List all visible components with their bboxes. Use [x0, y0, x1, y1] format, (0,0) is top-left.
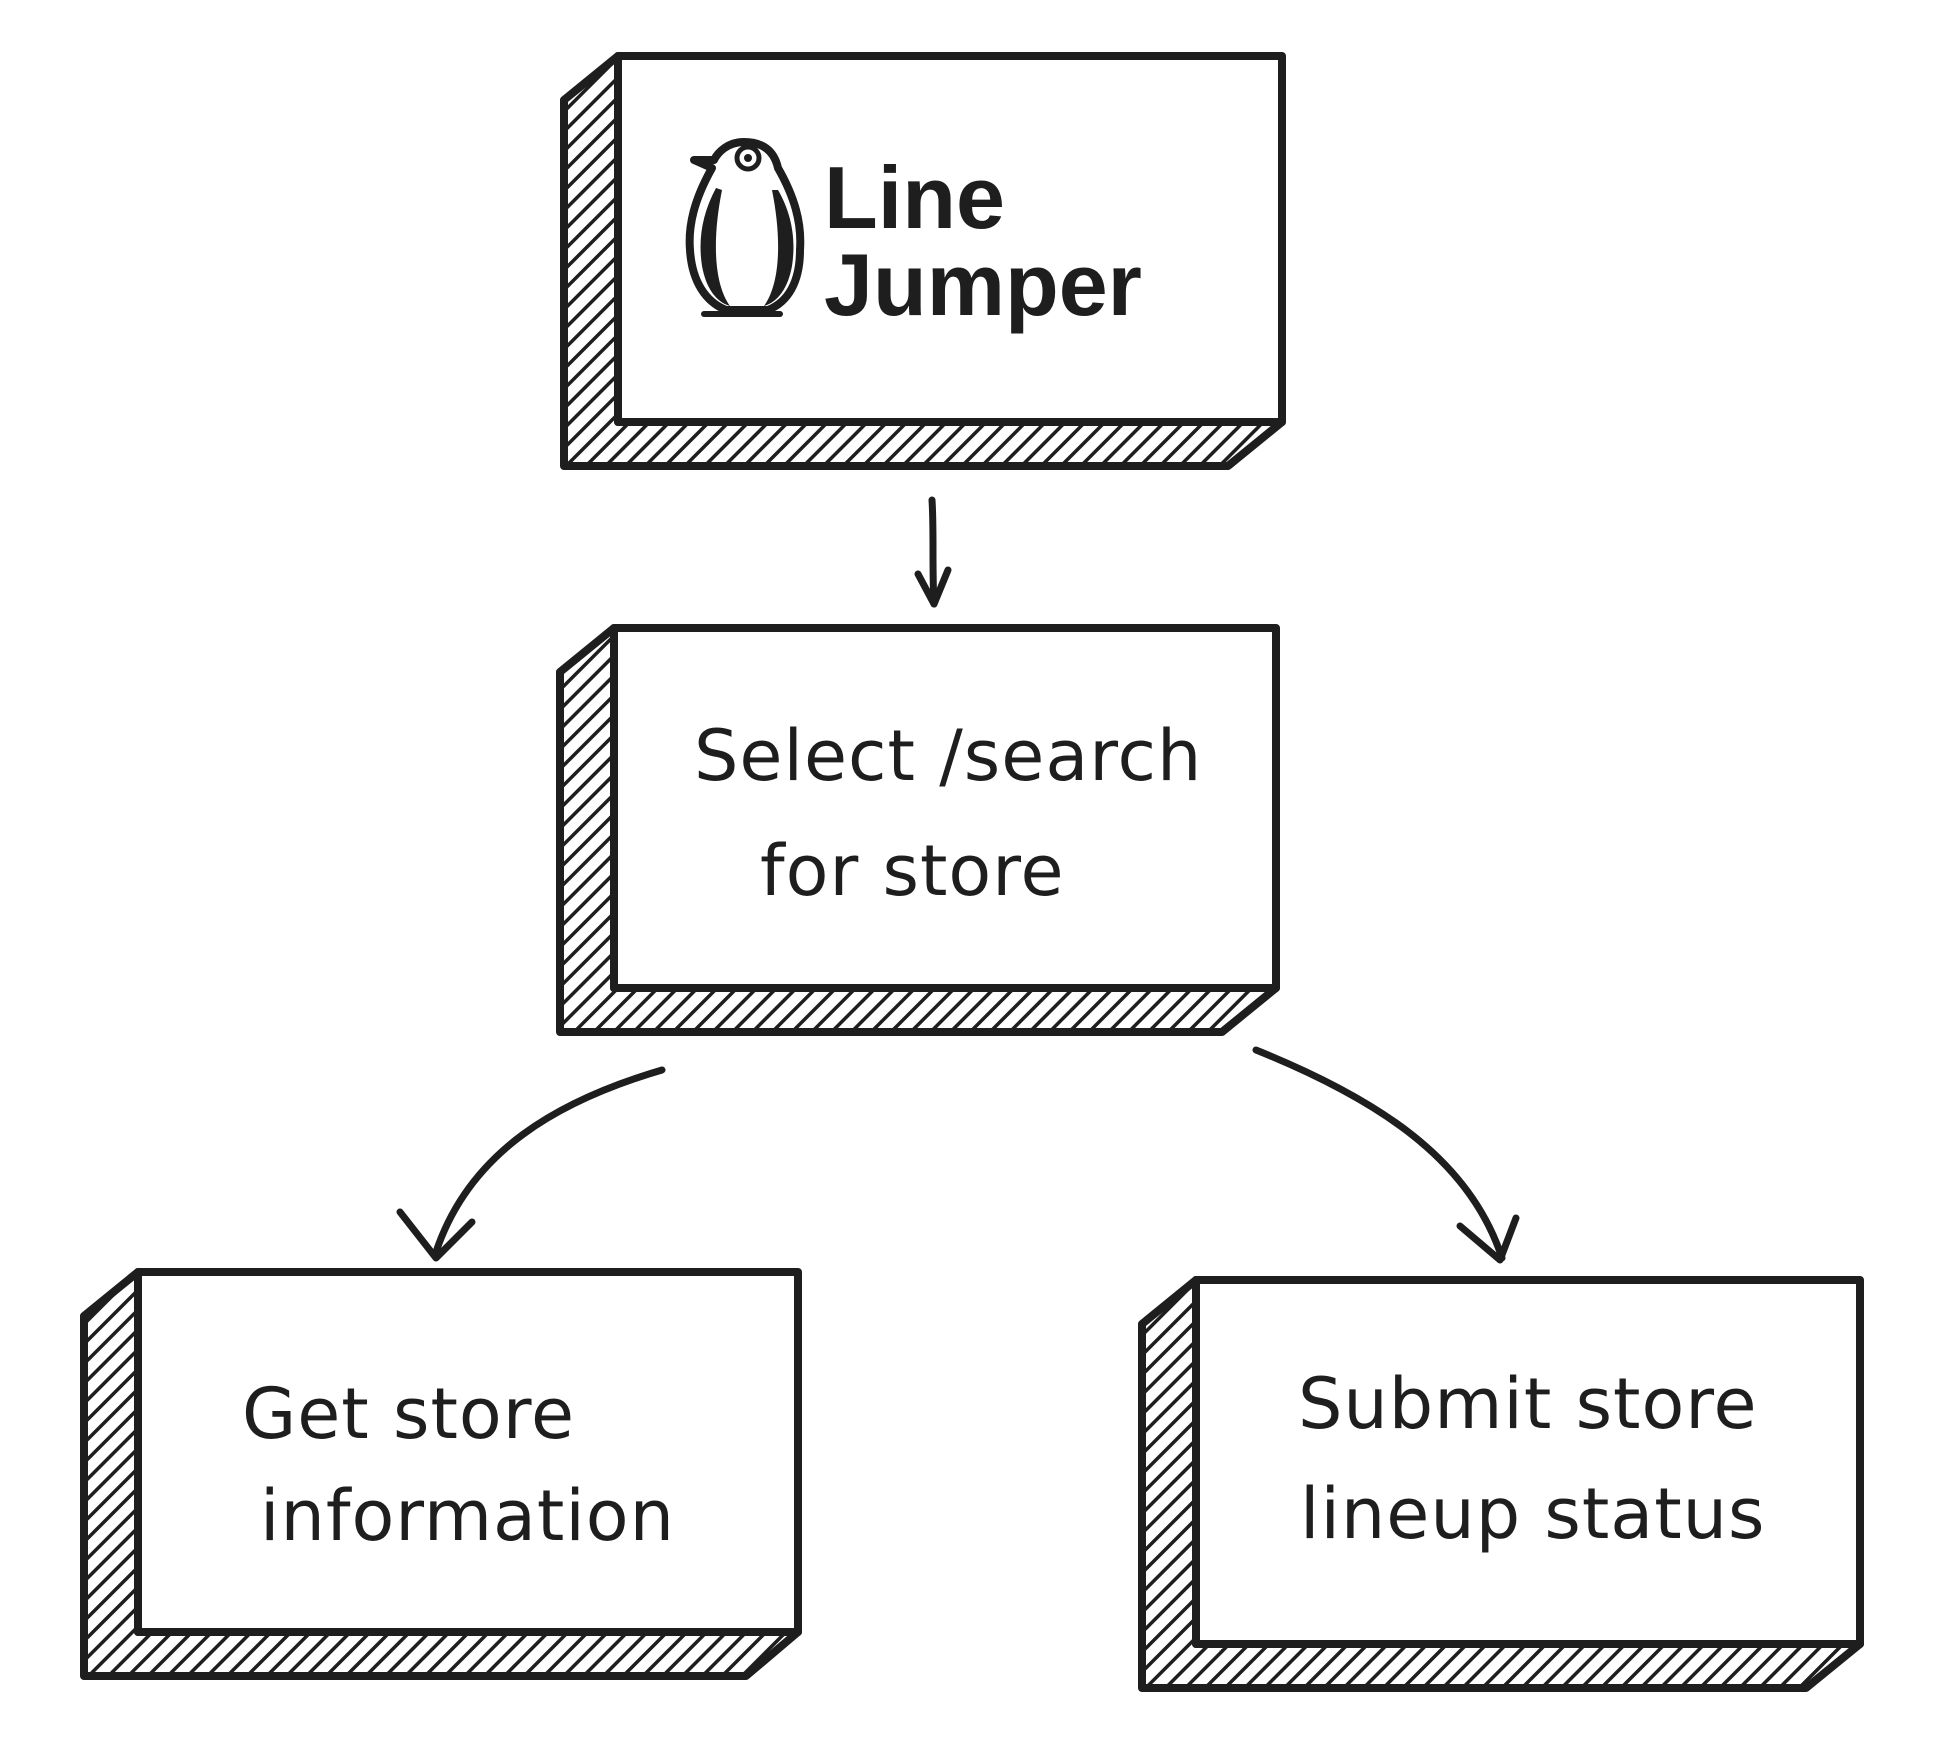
logo-text-line2: Jumper: [824, 235, 1142, 334]
submit-status-text-line1: Submit store: [1298, 1363, 1758, 1445]
logo-text-line1: Line: [824, 148, 1005, 247]
select-store-box-face: [610, 624, 1280, 992]
select-store-text-line2: for store: [760, 830, 1065, 912]
select-store-text-line1: Select /search: [694, 715, 1202, 797]
store-info-box-face: [134, 1268, 802, 1636]
store-info-box: Get store information: [80, 1268, 802, 1680]
store-info-text-line2: information: [260, 1475, 675, 1557]
arrow-logo-to-select: [914, 496, 952, 608]
arrow-select-to-submit: [1252, 1046, 1520, 1264]
submit-status-box-face: [1192, 1276, 1864, 1648]
arrow-select-to-info: [396, 1066, 666, 1262]
store-info-text-line1: Get store: [242, 1373, 575, 1455]
submit-status-box: Submit store lineup status: [1138, 1276, 1864, 1692]
select-store-box: Select /search for store: [556, 624, 1280, 1036]
penguin-icon: [685, 138, 805, 317]
submit-status-text-line2: lineup status: [1300, 1473, 1765, 1555]
logo-box: Line Jumper: [560, 52, 1286, 470]
